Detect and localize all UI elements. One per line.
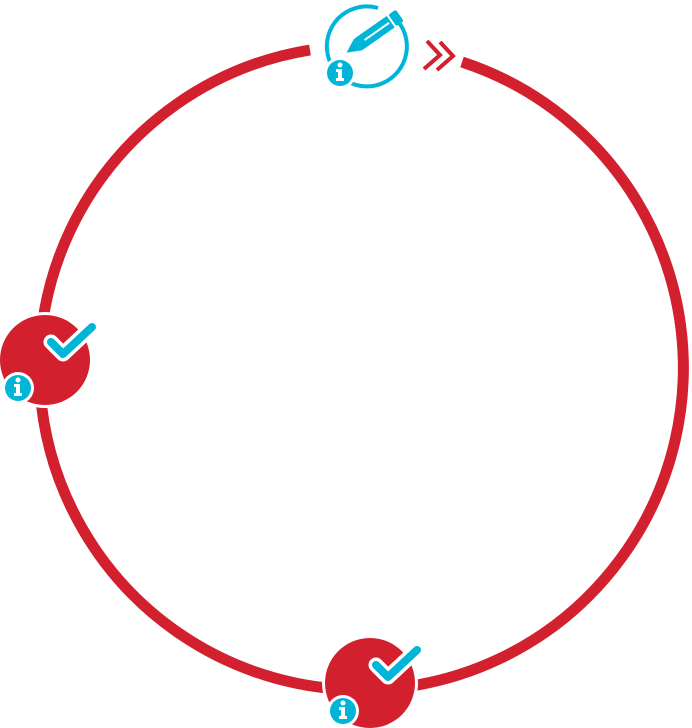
info-icon[interactable] (324, 57, 356, 89)
double-chevron-right-icon (422, 39, 456, 72)
pencil-icon (346, 10, 403, 53)
info-icon[interactable] (327, 695, 359, 727)
check-icon (47, 323, 96, 358)
info-icon[interactable] (2, 372, 34, 404)
step-done-bottom[interactable] (322, 635, 425, 728)
cycle-ring (33, 44, 689, 696)
step-done-left[interactable] (0, 312, 100, 408)
check-icon (372, 646, 421, 681)
step-edit[interactable] (324, 4, 409, 89)
